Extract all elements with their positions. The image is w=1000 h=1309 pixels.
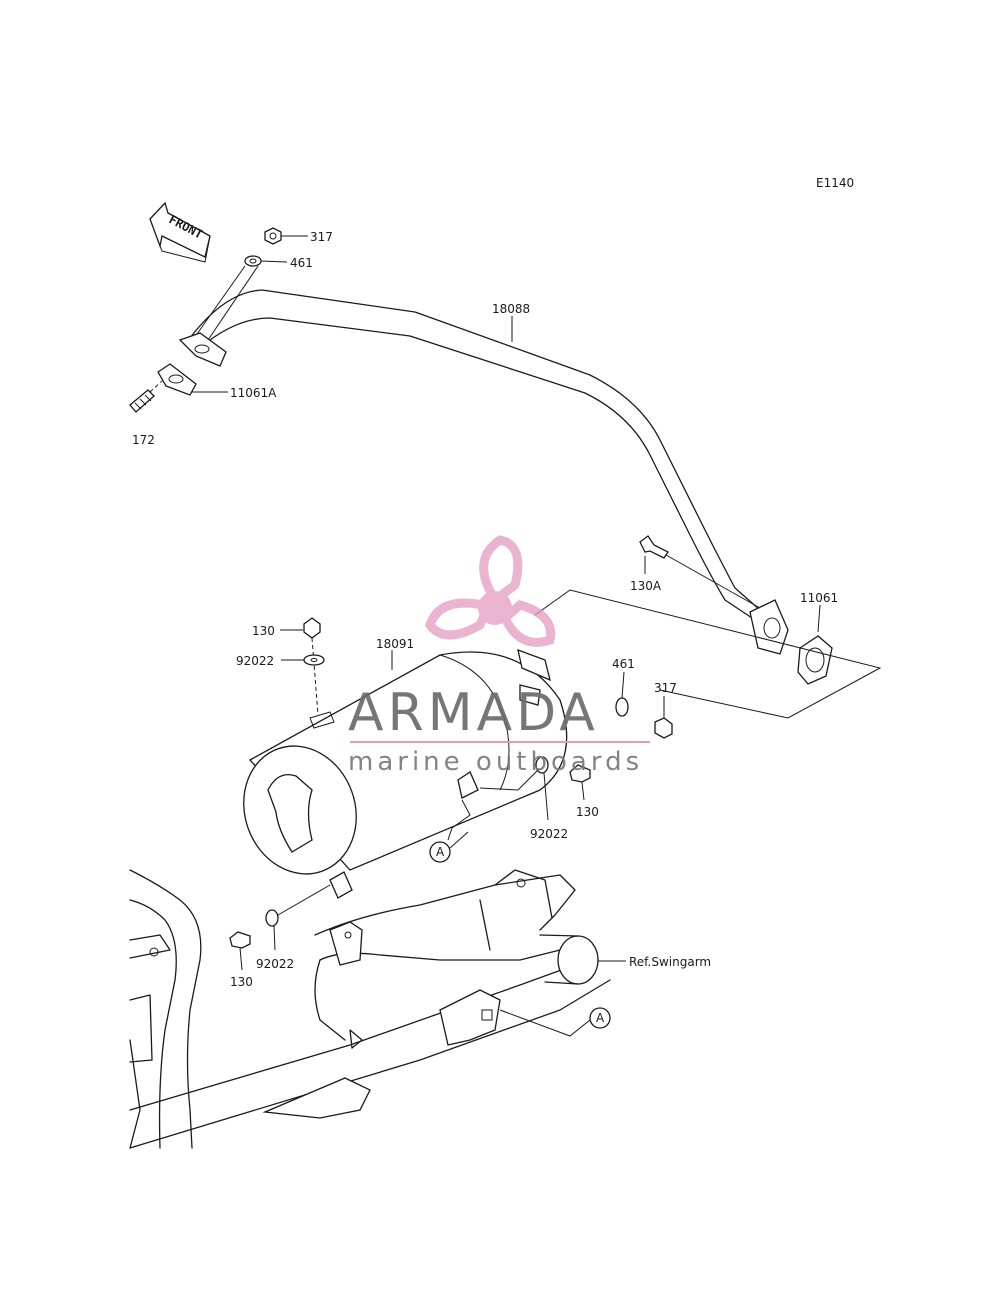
watermark-subtitle: marine outboards [348, 747, 643, 777]
label-130-top: 130 [252, 624, 275, 638]
label-130-bottom: 130 [230, 975, 253, 989]
label-18088: 18088 [492, 302, 530, 316]
reference-a-upper: A [429, 831, 469, 863]
label-18091: 18091 [376, 637, 414, 651]
exhaust-pipe-18088 [178, 265, 789, 655]
bolt-130-right [569, 764, 591, 801]
label-92022-bottom: 92022 [256, 957, 294, 971]
svg-text:A: A [596, 1011, 605, 1025]
label-11061: 11061 [800, 591, 838, 605]
washer-92022-bottom [265, 884, 331, 951]
label-461-top: 461 [290, 256, 313, 270]
label-92022-right: 92022 [530, 827, 568, 841]
gasket-11061a [157, 363, 228, 396]
label-130-right: 130 [576, 805, 599, 819]
nut-317-top [264, 227, 308, 245]
label-172: 172 [132, 433, 155, 447]
front-arrow-icon: FRONT [149, 201, 211, 263]
label-11061a: 11061A [230, 386, 277, 400]
gasket-11061 [797, 604, 833, 685]
watermark-logo: ARMADA marine outboards [348, 535, 650, 777]
propeller-logo-icon [424, 535, 556, 647]
washer-461-top [244, 255, 288, 267]
svg-text:A: A [436, 845, 445, 859]
bolt-130a [639, 535, 761, 609]
muffler-18091 [243, 648, 568, 899]
frame-swingarm [129, 869, 611, 1149]
washer-92022-top [281, 654, 325, 666]
muffler-plane-outline [534, 589, 882, 719]
reference-a-lower: A [499, 1007, 611, 1037]
label-92022-top: 92022 [236, 654, 274, 668]
diagram-code: E1140 [816, 176, 854, 190]
bolt-130-top [280, 617, 321, 716]
label-ref-swingarm: Ref.Swingarm [629, 955, 711, 969]
watermark-title: ARMADA [348, 683, 599, 743]
washer-461-right [615, 671, 629, 717]
label-130a: 130A [630, 579, 662, 593]
label-317-top: 317 [310, 230, 333, 244]
label-317-right: 317 [654, 681, 677, 695]
nut-317-right [654, 696, 673, 739]
bolt-130-bottom [229, 931, 251, 971]
washer-92022-right [447, 756, 549, 841]
label-461-right: 461 [612, 657, 635, 671]
stud-172 [129, 380, 163, 413]
